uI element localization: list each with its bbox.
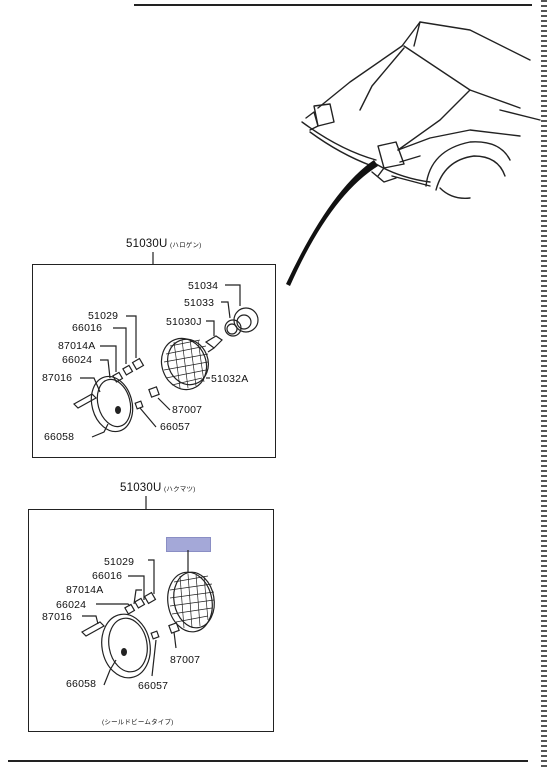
label2-66057: 66057 xyxy=(138,680,169,692)
page-edge xyxy=(541,0,547,768)
label-66024: 66024 xyxy=(62,354,93,366)
label2-66058: 66058 xyxy=(66,678,97,690)
label2-87007: 87007 xyxy=(170,654,201,666)
sealed-group-note: (ハクマツ) xyxy=(164,486,196,493)
label-51033: 51033 xyxy=(184,297,215,309)
label-51032A: 51032A xyxy=(211,373,249,385)
sealed-footnote: (シールドビームタイプ) xyxy=(102,719,174,726)
label-51034: 51034 xyxy=(188,280,219,292)
label2-51029: 51029 xyxy=(104,556,135,568)
sealed-group-title: 51030U xyxy=(120,482,162,494)
pointer-wedge xyxy=(286,160,378,286)
label-66058: 66058 xyxy=(44,431,75,443)
label2-87014A: 87014A xyxy=(66,584,104,596)
halogen-group-box xyxy=(32,264,276,458)
halogen-lens-grid xyxy=(163,338,209,389)
label-51029: 51029 xyxy=(88,310,119,322)
label-87007: 87007 xyxy=(172,404,203,416)
label-66057: 66057 xyxy=(160,421,191,433)
sealed-lens-grid xyxy=(169,573,215,629)
halogen-group-note: (ハロゲン) xyxy=(170,242,202,249)
label2-66024: 66024 xyxy=(56,599,87,611)
sealed-group-box xyxy=(28,509,274,732)
bottom-rule xyxy=(8,760,528,762)
label-51030J: 51030J xyxy=(166,316,202,328)
label-66016: 66016 xyxy=(72,322,103,334)
halogen-group-title: 51030U xyxy=(126,238,168,250)
label2-87016: 87016 xyxy=(42,611,73,623)
label-87016: 87016 xyxy=(42,372,73,384)
top-rule xyxy=(134,4,532,6)
label-87014A: 87014A xyxy=(58,340,96,352)
label2-66016: 66016 xyxy=(92,570,123,582)
